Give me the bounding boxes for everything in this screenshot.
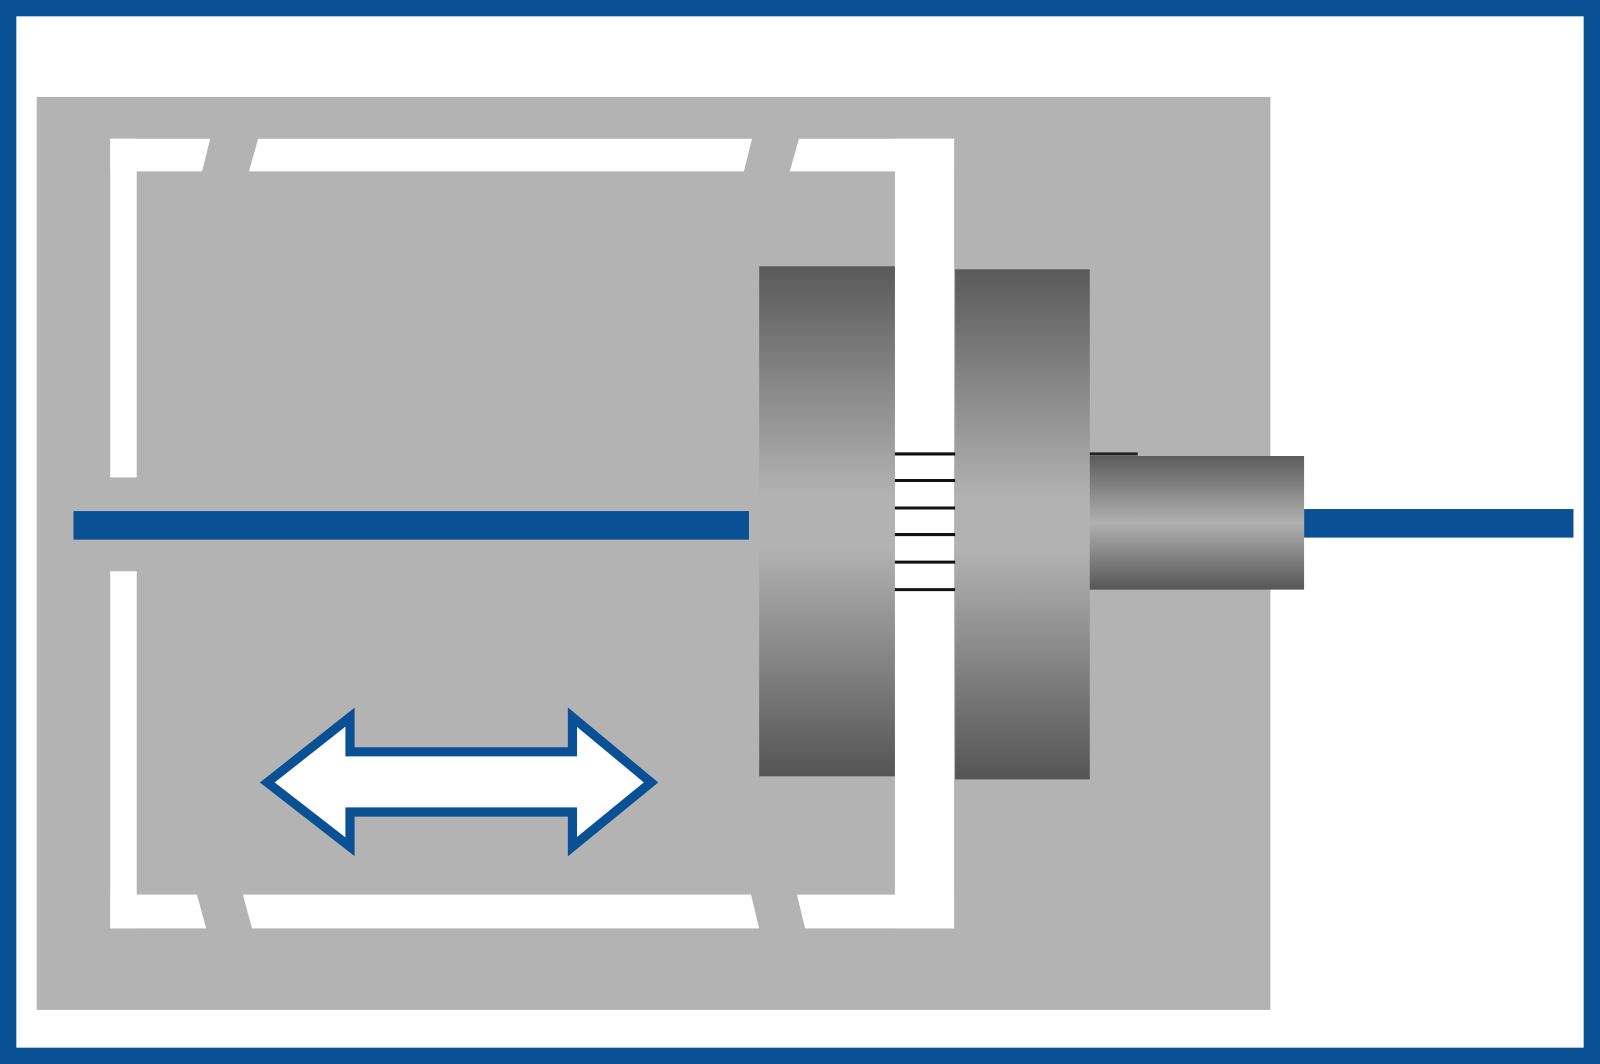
frame-top-segment-2 — [248, 138, 753, 172]
left-clutch-disc — [759, 266, 895, 777]
double-arrow-icon — [259, 707, 659, 857]
frame-bracket — [110, 138, 955, 929]
input-shaft — [73, 511, 749, 540]
frame-left-upper — [110, 138, 137, 478]
friction-lines — [894, 452, 956, 592]
right-clutch-disc — [955, 269, 1090, 780]
output-hub — [1089, 456, 1305, 590]
frame-bottom-segment-1 — [110, 894, 207, 929]
frame-left-lower — [110, 571, 137, 929]
frame-bottom-segment-2 — [242, 894, 760, 929]
output-shaft — [1304, 509, 1574, 538]
